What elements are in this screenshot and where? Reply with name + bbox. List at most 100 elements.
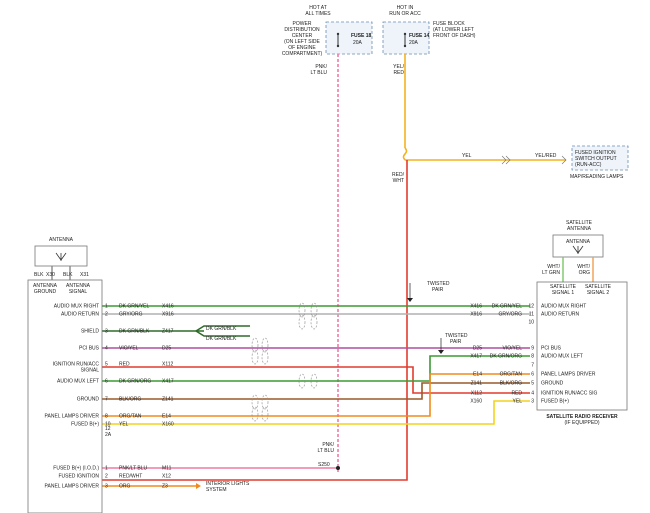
left-wire-color: RED: [119, 362, 130, 368]
pdc-label: POWER DISTRIBUTION CENTER (ON LEFT SIDE …: [282, 21, 323, 57]
right-pin-number: 8: [531, 354, 534, 360]
twist-ellipse: [310, 302, 318, 318]
fuse-block-line: (AT LOWER LEFT: [433, 27, 474, 33]
sat-wire-label: LT GRN: [542, 270, 560, 276]
fuse14-dot: [403, 44, 407, 48]
twist-ellipse: [298, 314, 306, 330]
right-pin-number: 11: [529, 312, 534, 318]
right-pin-label: GROUND: [541, 381, 564, 387]
twist-ellipse: [310, 373, 318, 389]
bottom-pin-label: PANEL LAMPS DRIVER: [45, 484, 100, 490]
pdc-line: COMPARTMENT): [282, 51, 323, 57]
right-pin-label: AUDIO MUX RIGHT: [541, 304, 586, 310]
satellite-radio-receiver: [536, 281, 628, 411]
twist-ellipse: [251, 406, 259, 422]
left-pin-number: 7: [105, 397, 108, 403]
satellite-antenna: SATELLITE ANTENNA ANTENNA WHT/ LT GRN WH…: [542, 220, 604, 282]
pdc-line: CENTER: [292, 33, 313, 39]
right-pin-label: AUDIO RETURN: [541, 312, 579, 318]
interior-lights-label: INTERIOR LIGHTS: [206, 481, 250, 487]
pdc-line: OF ENGINE: [288, 45, 316, 51]
wire-red-ign: [102, 366, 530, 394]
right-pin-label: PCI BUS: [541, 346, 562, 352]
left-pin-label: GROUND: [77, 397, 100, 403]
antenna-label: GROUND: [34, 289, 57, 295]
wires: [102, 54, 567, 489]
right-circuit-code: D25: [473, 346, 482, 352]
twist-ellipse: [298, 373, 306, 389]
twisted-pair-label: PAIR: [432, 287, 444, 293]
bottom-wire-color: ORG: [119, 484, 131, 490]
red-wht-wire-label-1: RED/: [392, 172, 405, 178]
wire-yel: [102, 400, 530, 425]
bottom-pin-number: 3: [105, 484, 108, 490]
left-pin-number: 8: [105, 414, 108, 420]
sat-signal-label: SATELLITE: [585, 284, 612, 290]
right-pin-label: FUSED B(+): [541, 399, 569, 405]
sat-signal-label: SIGNAL 1: [552, 290, 575, 296]
yel-red-label: YEL/RED: [535, 153, 557, 159]
pin-code: BLK: [63, 272, 73, 278]
left-pin-label: PCI BUS: [79, 346, 100, 352]
wire-org-tan: [102, 373, 530, 417]
power-section: HOT AT ALL TIMES HOT IN RUN OR ACC POWER…: [282, 5, 629, 184]
yel-red-wire-label-2: RED: [393, 70, 404, 76]
right-circuit-code: X112: [471, 391, 483, 397]
twist-ellipse: [261, 394, 269, 410]
fuse14-label: FUSE 14: [409, 33, 430, 39]
pin-sub: 12: [105, 426, 111, 432]
bottom-circuit-code: Z3: [162, 484, 168, 490]
antenna-leads: [51, 266, 71, 280]
right-pin-number: 10: [528, 320, 534, 326]
receiver-name: SATELLITE RADIO RECEIVER: [546, 414, 618, 420]
right-pin-number: 12: [528, 304, 534, 310]
fuse18-rating: 20A: [353, 40, 363, 46]
bottom-pin-number: 2: [105, 474, 108, 480]
left-pin-number: 4: [105, 346, 108, 352]
left-circuit-code: Z141: [162, 397, 174, 403]
left-pin-label: IGNITION RUN/ACC: [53, 362, 100, 368]
pin-code: X30: [46, 272, 55, 278]
right-wire-color: DK GRN/YEL: [492, 304, 523, 310]
fuse14-rating: 20A: [409, 40, 419, 46]
right-circuit-code: X160: [470, 399, 482, 405]
left-pin-number: 10: [105, 422, 111, 428]
fuse18-dot: [336, 44, 340, 48]
twist-ellipse: [261, 349, 269, 365]
left-wire-color: BLK/ORG: [119, 397, 141, 403]
sat-antenna-title: ANTENNA: [567, 226, 592, 232]
left-circuit-code: X112: [162, 362, 174, 368]
shield-wire-a-label: DK GRN/BLK: [206, 326, 237, 332]
twist-ellipse: [298, 302, 306, 318]
left-pin-label: FUSED B(+): [71, 422, 99, 428]
fused-ign-line: FUSED IGNITION: [575, 150, 616, 156]
pdc-line: POWER: [293, 21, 312, 27]
left-wire-color: VIO/YEL: [119, 346, 139, 352]
sat-antenna-title: SATELLITE: [566, 220, 593, 226]
yel-label: YEL: [462, 153, 472, 159]
left-antenna: ANTENNA BLK X30 BLK X31: [34, 237, 89, 280]
twist-ellipse: [251, 337, 259, 353]
fuse18-dot: [336, 32, 340, 36]
yel-red-wire-label-1: YEL/: [393, 64, 404, 70]
hot-in-run-1: HOT IN: [397, 5, 414, 11]
right-wire-color: RED: [511, 391, 522, 397]
twisted-pair-markers: [251, 302, 318, 422]
left-circuit-code: X417: [162, 379, 174, 385]
fuse14-dot: [403, 32, 407, 36]
wire-shield-a: [195, 325, 250, 332]
left-circuit-code: E14: [162, 414, 171, 420]
bottom-pin-label: FUSED IGNITION: [58, 474, 99, 480]
bottom-wire-color: RED/WHT: [119, 474, 142, 480]
left-wire-color: ORG/TAN: [119, 414, 142, 420]
left-pin-number: 1: [105, 304, 108, 310]
right-pin-number: 9: [531, 346, 534, 352]
twisted-pair-label: PAIR: [450, 339, 462, 345]
left-circuit-code: X916: [162, 312, 174, 318]
left-pin-label: PANEL LAMPS DRIVER: [45, 414, 100, 420]
bottom-pink-label-2: LT BLU: [318, 448, 335, 454]
sat-wire-label: WHT/: [577, 264, 590, 270]
